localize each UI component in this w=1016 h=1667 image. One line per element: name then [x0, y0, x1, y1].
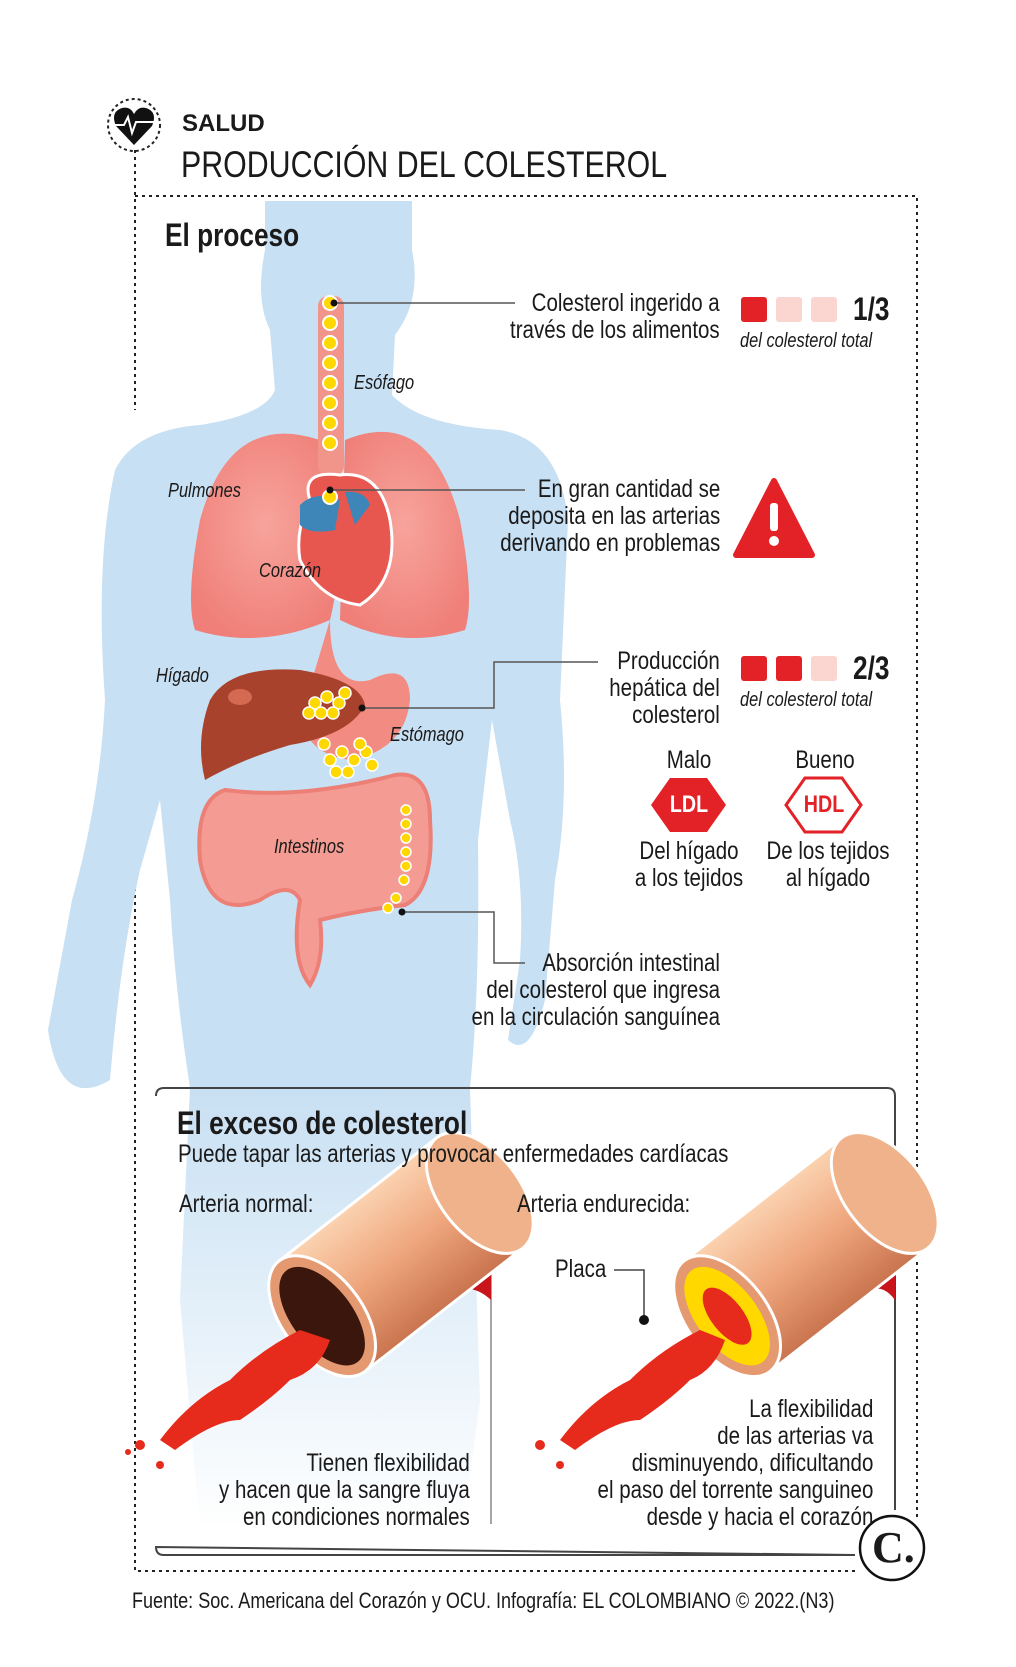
- step2-text: En gran cantidad se deposita en las arte…: [500, 476, 720, 557]
- dashed-frame: [134, 150, 918, 1572]
- fraction-square-empty: [811, 656, 837, 681]
- text-line: Colesterol ingerido a: [531, 289, 720, 317]
- text-line: través de los alimentos: [510, 316, 720, 344]
- text-line: La flexibilidad: [748, 1395, 873, 1423]
- fraction-square-filled: [741, 656, 767, 681]
- fraction-square-empty: [811, 297, 837, 322]
- source-credit: Fuente: Soc. Americana del Corazón y OCU…: [132, 1588, 835, 1613]
- excess-title: El exceso de colesterol: [177, 1105, 468, 1141]
- text-line: Tienen flexibilidad: [306, 1449, 470, 1477]
- leader-lines: [330, 302, 598, 964]
- text-line: Absorción intestinal: [542, 949, 720, 977]
- hdl-badge-text: HDL: [803, 791, 845, 818]
- excess-box: [154, 1087, 896, 1556]
- fraction-1-3: 1/3: [853, 291, 890, 327]
- warning-icon: [733, 478, 815, 558]
- logo-text: C.: [872, 1523, 915, 1572]
- fraction-square-filled: [741, 297, 767, 322]
- process-title: El proceso: [165, 217, 300, 253]
- fraction-square-empty: [776, 297, 802, 322]
- text-line: en la circulación sanguínea: [471, 1003, 720, 1031]
- text-line: a los tejidos: [634, 864, 744, 892]
- text-line: derivando en problemas: [500, 529, 720, 557]
- text-line: De los tejidos: [766, 837, 890, 865]
- left-lung: [191, 433, 339, 638]
- hdl-description: De los tejidos al hígado: [766, 838, 889, 892]
- text-line: En gran cantidad se: [537, 475, 720, 503]
- text-line: disminuyendo, dificultando: [631, 1449, 873, 1477]
- text-line: desde y hacia el corazón: [646, 1503, 873, 1531]
- text-line: colesterol: [632, 701, 720, 729]
- text-line: en condiciones normales: [243, 1503, 470, 1531]
- organ-label-higado: Hígado: [156, 665, 209, 687]
- organ-label-pulmones: Pulmones: [168, 480, 241, 502]
- normal-artery: [125, 1131, 535, 1469]
- text-line: y hacen que la sangre fluya: [219, 1476, 470, 1504]
- hardened-artery: [535, 1131, 940, 1469]
- fraction-caption: del colesterol total: [740, 330, 873, 352]
- fraction-caption: del colesterol total: [740, 689, 873, 711]
- fraction-square-filled: [776, 656, 802, 681]
- hardened-artery-description: La flexibilidad de las arterias va dismi…: [597, 1396, 873, 1531]
- step4-text: Absorción intestinal del colesterol que …: [472, 950, 720, 1031]
- text-line: del colesterol que ingresa: [486, 976, 720, 1004]
- text-line: Producción: [617, 647, 720, 675]
- step1-text: Colesterol ingerido a través de los alim…: [510, 290, 720, 344]
- organ-label-intestinos: Intestinos: [274, 836, 345, 858]
- ldl-description: Del hígado a los tejidos: [635, 838, 743, 892]
- text-line: de las arterias va: [716, 1422, 873, 1450]
- hdl-badge: [784, 776, 863, 834]
- hardened-artery-label: Arteria endurecida:: [517, 1190, 691, 1218]
- ldl-label: Malo: [666, 746, 712, 774]
- fraction-2-3: 2/3: [853, 650, 890, 686]
- ldl-badge: [651, 778, 726, 832]
- organ-label-estomago: Estómago: [390, 724, 464, 746]
- excess-subtitle: Puede tapar las arterias y provocar enfe…: [178, 1140, 729, 1168]
- section-label: SALUD: [182, 110, 265, 137]
- text-line: deposita en las arterias: [508, 502, 720, 530]
- cholesterol-dots-intestine: [382, 804, 412, 914]
- el-colombiano-logo: [858, 1514, 926, 1582]
- intestines: [197, 772, 433, 989]
- cholesterol-dots-liver: [302, 686, 379, 779]
- ldl-badge-text: LDL: [669, 791, 709, 818]
- text-line: Del hígado: [639, 837, 739, 865]
- hdl-label: Bueno: [795, 746, 855, 774]
- normal-artery-label: Arteria normal:: [179, 1190, 314, 1218]
- text-line: hepática del: [609, 674, 720, 702]
- page-title: PRODUCCIÓN DEL COLESTEROL: [181, 144, 668, 185]
- organ-label-corazon: Corazón: [259, 560, 321, 582]
- text-line: el paso del torrente sanguineo: [597, 1476, 873, 1504]
- text-line: al hígado: [785, 864, 871, 892]
- heart-pulse-icon: [107, 98, 161, 152]
- normal-artery-description: Tienen flexibilidad y hacen que la sangr…: [219, 1450, 470, 1531]
- step3-text: Producción hepática del colesterol: [609, 648, 720, 729]
- plaque-label: Placa: [555, 1255, 607, 1283]
- organ-label-esofago: Esófago: [354, 372, 415, 394]
